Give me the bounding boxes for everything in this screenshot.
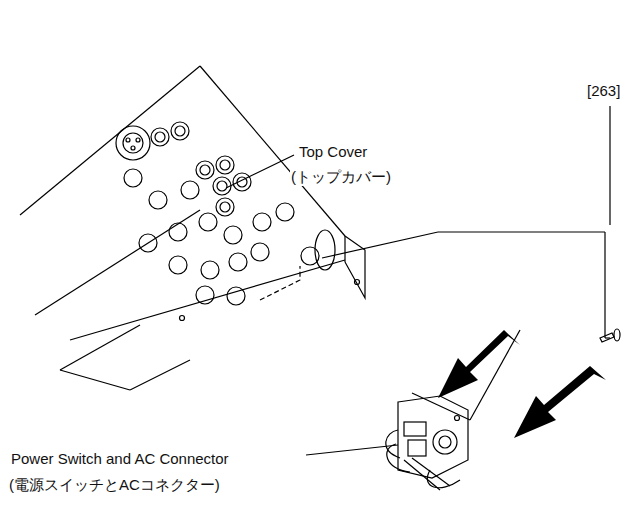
part-name: (電源スイッチとACコネクター) bbox=[8, 476, 221, 494]
part-name: Top Cover bbox=[298, 143, 368, 161]
top-cover-drawing bbox=[20, 66, 620, 490]
direction-arrows bbox=[438, 330, 606, 438]
callout-number: [263] bbox=[586, 82, 621, 100]
part-name: (トップカバー) bbox=[290, 168, 392, 186]
part-name: Power Switch and AC Connector bbox=[10, 450, 230, 468]
